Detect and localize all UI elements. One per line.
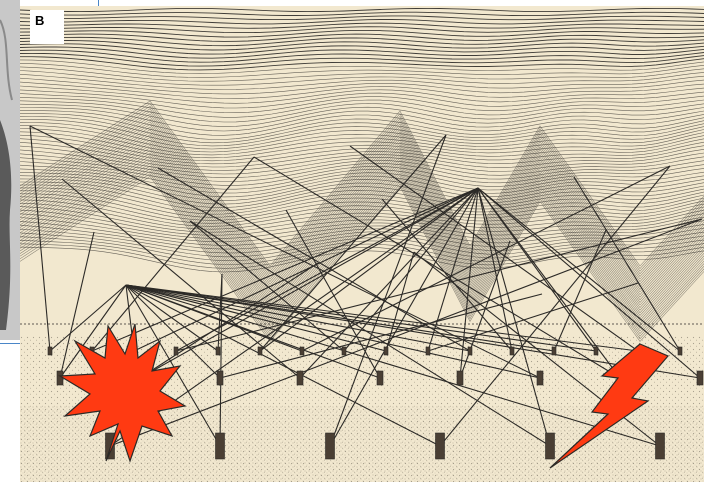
engraving-illustration [20,6,704,482]
post-block [384,347,388,355]
post-block [678,347,682,355]
post-block [426,347,430,355]
post-block [48,347,52,355]
post-block [656,433,665,459]
post-block [546,433,555,459]
post-block [342,347,346,355]
post-block [436,433,445,459]
post-block [697,371,703,385]
post-block [537,371,543,385]
post-block [216,347,220,355]
post-block [468,347,472,355]
post-block [594,347,598,355]
post-block [377,371,383,385]
post-block [326,433,335,459]
panel-label: B [30,10,64,44]
post-block [57,371,63,385]
post-block [552,347,556,355]
post-block [216,433,225,459]
post-block [258,347,262,355]
post-block [297,371,303,385]
post-block [174,347,178,355]
adjacent-panel-edge [0,0,20,340]
post-block [300,347,304,355]
post-block [457,371,463,385]
post-block [510,347,514,355]
post-block [217,371,223,385]
